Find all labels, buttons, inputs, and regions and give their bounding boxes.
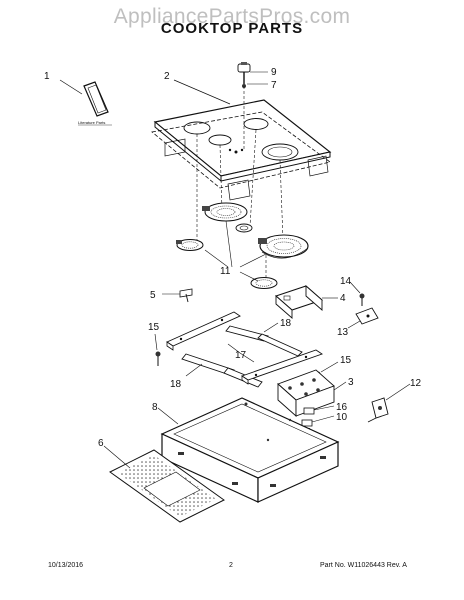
burner-box-part-8	[157, 397, 340, 503]
callout-18-bottom: 18	[170, 379, 182, 390]
callout-8: 8	[152, 402, 158, 413]
watermark: AppliancePartsPros.com	[113, 5, 351, 28]
footer-part-number: Part No. W11026443 Rev. A	[320, 562, 407, 569]
callout-11: 11	[220, 266, 231, 277]
page-title: COOKTOP PARTS	[160, 20, 304, 37]
callout-13: 13	[337, 327, 349, 338]
clip-part-5	[162, 288, 193, 303]
rail-bottom-left	[181, 353, 263, 388]
callout-14: 14	[340, 276, 352, 287]
radiant-element-1	[202, 202, 248, 222]
callout-17: 17	[235, 350, 247, 361]
radiant-element-5	[250, 277, 278, 289]
clip-part-16	[303, 405, 335, 415]
radiant-element-4	[258, 234, 309, 259]
callout-16: 16	[336, 402, 348, 413]
callout-15-left: 15	[148, 322, 160, 333]
callout-15-right: 15	[340, 355, 352, 366]
callout-2: 2	[164, 71, 170, 82]
rail-top-left	[166, 311, 241, 351]
callout-3: 3	[348, 377, 354, 388]
footer-date: 10/13/2016	[48, 562, 84, 569]
callout-4: 4	[340, 293, 346, 304]
screw-part-15-left	[154, 333, 161, 366]
callout-10: 10	[336, 412, 348, 423]
footer-page-number: 2	[229, 562, 233, 569]
callout-12: 12	[410, 378, 422, 389]
literature-part	[59, 79, 109, 117]
bracket-part-13	[347, 307, 379, 329]
callout-6: 6	[98, 438, 104, 449]
callout-9: 9	[271, 67, 277, 78]
callout-1: 1	[44, 71, 50, 82]
radiant-element-2	[235, 223, 253, 233]
cooktop-glass	[153, 99, 332, 183]
callout-7: 7	[271, 80, 277, 91]
control-knob	[237, 62, 251, 88]
callout-5: 5	[150, 290, 156, 301]
radiant-element-3	[176, 239, 204, 251]
rail-bottom-right	[241, 349, 323, 385]
literature-label: Literature Parts	[78, 120, 105, 125]
insulation-pad-part-6	[103, 445, 225, 523]
strain-relief-part-12	[367, 383, 411, 423]
callout-18-top: 18	[280, 318, 292, 329]
screw-part-14	[349, 281, 365, 306]
bracket-part-4	[275, 285, 338, 319]
